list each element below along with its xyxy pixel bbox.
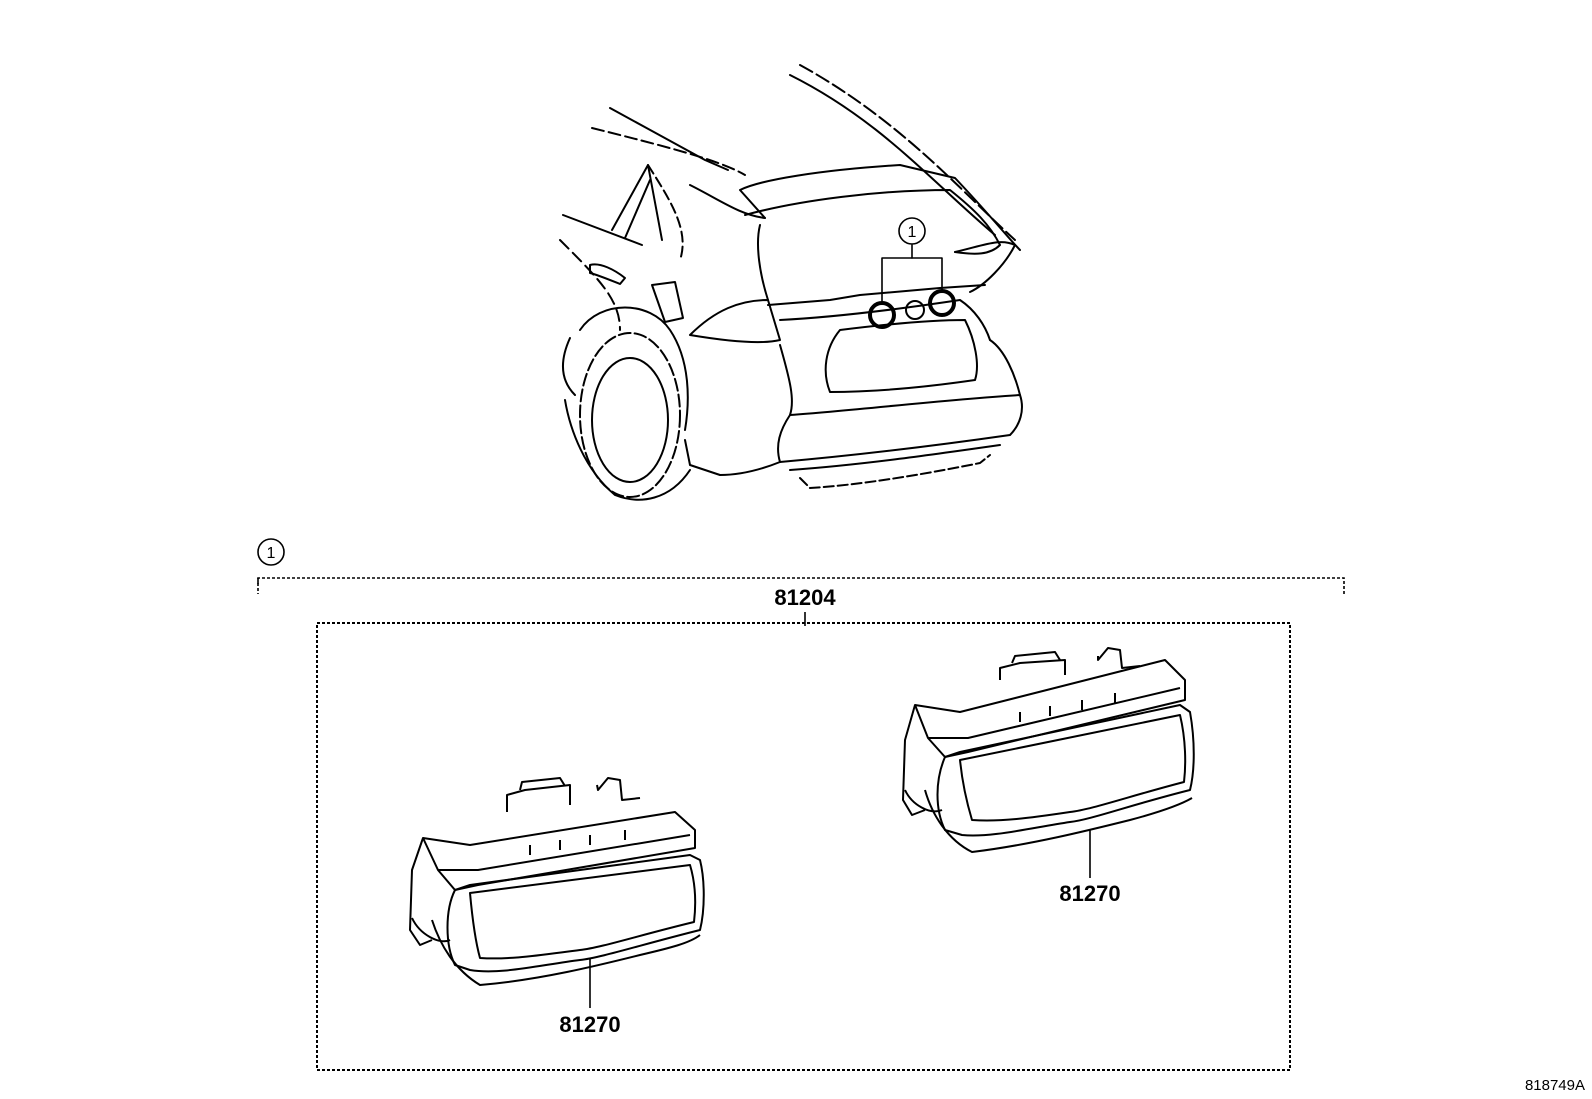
license-plate-lamp-right [902,647,1195,878]
illustration-id: 818749A [1525,1077,1585,1094]
vehicle-rear-illustration [559,64,1023,501]
section-bracket [257,538,1345,594]
license-plate-lamp-left [409,777,705,1008]
lamp-left-part-number: 81270 [559,1012,620,1037]
section-callout-number: 1 [267,545,276,562]
lamp-right-part-number: 81270 [1059,881,1120,906]
assembly-part-number: 81204 [774,585,836,610]
assembly-box [316,622,1291,1071]
vehicle-callout-number: 1 [908,224,917,241]
